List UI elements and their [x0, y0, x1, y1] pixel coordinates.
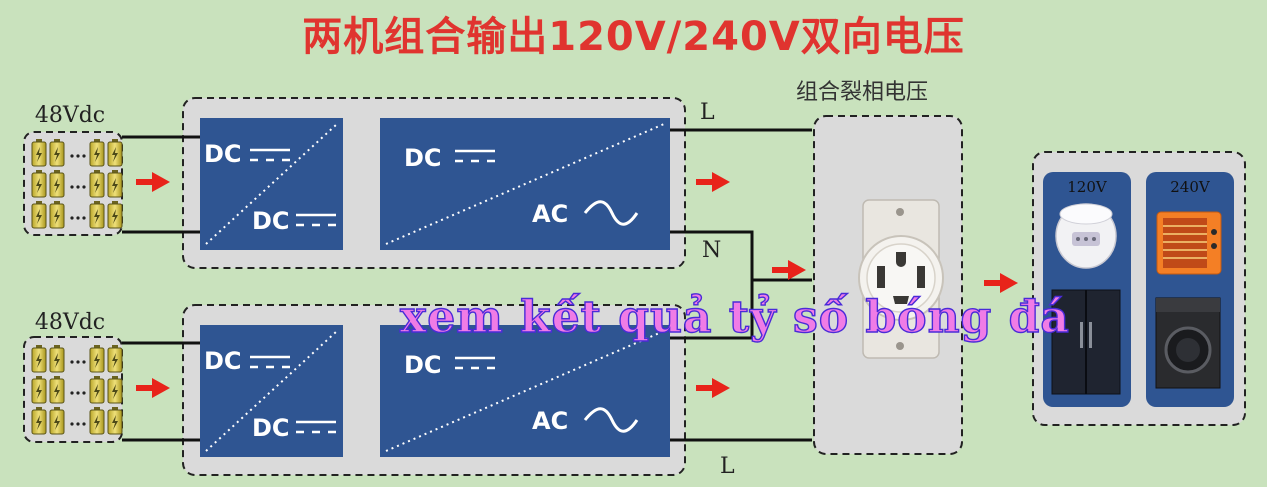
ellipsis-dot — [76, 360, 80, 364]
ellipsis-dot — [70, 391, 74, 395]
dcac-diagonal-1 — [385, 123, 665, 245]
battery-cell-icon — [107, 170, 123, 198]
battery-cell-icon — [31, 201, 47, 229]
washing-machine-icon — [1155, 297, 1221, 389]
battery-cell-icon — [31, 376, 47, 404]
ellipsis-dot — [82, 185, 86, 189]
dcdc-module-1 — [200, 118, 343, 250]
battery-cell-icon — [49, 345, 65, 373]
arrow-right-icon — [136, 172, 170, 192]
ellipsis-dot — [82, 216, 86, 220]
ellipsis-dot — [76, 216, 80, 220]
dcac-2-output-label: AC — [532, 407, 569, 435]
battery-cell-icon — [89, 376, 105, 404]
ellipsis-dot — [70, 185, 74, 189]
inverter-1-modules — [200, 118, 670, 250]
wire-overlay-out — [670, 128, 812, 442]
battery-cell-icon — [107, 376, 123, 404]
battery-cell-icon — [49, 376, 65, 404]
load-120v-column — [1043, 172, 1131, 407]
dcac-1-output-label: AC — [532, 200, 569, 228]
dcac-1-input-label: DC — [404, 144, 442, 172]
ellipsis-dot — [76, 154, 80, 158]
dcdc-1-input-label: DC — [204, 140, 242, 168]
dcdc-2-input-label: DC — [204, 347, 242, 375]
dc-symbols-1 — [250, 148, 639, 227]
ellipsis-dot — [76, 422, 80, 426]
rice-cooker-icon — [1055, 203, 1117, 269]
load-240v-label: 240V — [1170, 178, 1210, 196]
arrow-right-icon — [984, 273, 1018, 293]
battery-cell-icon — [107, 345, 123, 373]
battery-cell-icon — [89, 139, 105, 167]
battery-cell-icon — [89, 201, 105, 229]
dcdc-1-output-label: DC — [252, 207, 290, 235]
battery-cell-icon — [49, 139, 65, 167]
wire-label-l-bottom: L — [720, 454, 735, 479]
dcac-diagonal-2 — [385, 330, 665, 452]
heater-icon — [1156, 211, 1222, 275]
wire-overlay-in — [122, 135, 200, 442]
battery-cell-icon — [107, 139, 123, 167]
battery-pack-1 — [31, 139, 123, 229]
ellipsis-dot — [82, 154, 86, 158]
dcac-2-input-label: DC — [404, 351, 442, 379]
battery-cell-icon — [31, 170, 47, 198]
arrow-right-icon — [696, 172, 730, 192]
watermark-text: xem kết quả tỷ số bóng đá — [399, 291, 1070, 343]
ellipsis-dot — [70, 422, 74, 426]
battery-cell-icon — [107, 407, 123, 435]
battery-1-voltage-label: 48Vdc — [34, 103, 106, 128]
page-title: 两机组合输出120V/240V双向电压 — [302, 14, 965, 60]
ellipsis-dot — [82, 391, 86, 395]
dc-symbols-2 — [250, 355, 639, 434]
battery-cell-icon — [31, 345, 47, 373]
flow-arrows — [136, 172, 1018, 398]
battery-cell-icon — [107, 201, 123, 229]
battery-2-voltage-label: 48Vdc — [34, 310, 106, 335]
battery-cell-icon — [89, 345, 105, 373]
split-phase-label: 组合裂相电压 — [795, 80, 928, 105]
battery-cell-icon — [31, 407, 47, 435]
ellipsis-dot — [82, 422, 86, 426]
ellipsis-dot — [76, 185, 80, 189]
arrow-right-icon — [696, 378, 730, 398]
dcdc-module-2 — [200, 325, 343, 457]
ellipsis-dot — [70, 216, 74, 220]
ellipsis-dot — [70, 360, 74, 364]
load-120v-label: 120V — [1067, 178, 1107, 196]
wire-label-n: N — [702, 238, 722, 263]
arrow-right-icon — [772, 260, 806, 280]
outlet-receptacle-icon — [858, 199, 944, 359]
ellipsis-dot — [76, 391, 80, 395]
wiring-overlay — [122, 128, 812, 442]
load-240v-column — [1146, 172, 1234, 407]
battery-pack-2 — [31, 345, 123, 435]
battery-cell-icon — [49, 201, 65, 229]
battery-cell-icon — [89, 407, 105, 435]
battery-cell-icon — [49, 170, 65, 198]
refrigerator-icon — [1051, 289, 1121, 395]
ellipsis-dot — [82, 360, 86, 364]
battery-cell-icon — [49, 407, 65, 435]
arrow-right-icon — [136, 378, 170, 398]
wire-label-l-top: L — [700, 100, 715, 125]
battery-cell-icon — [31, 139, 47, 167]
ellipsis-dot — [70, 154, 74, 158]
inverter-2-modules — [200, 325, 670, 457]
battery-cell-icon — [89, 170, 105, 198]
dcdc-2-output-label: DC — [252, 414, 290, 442]
